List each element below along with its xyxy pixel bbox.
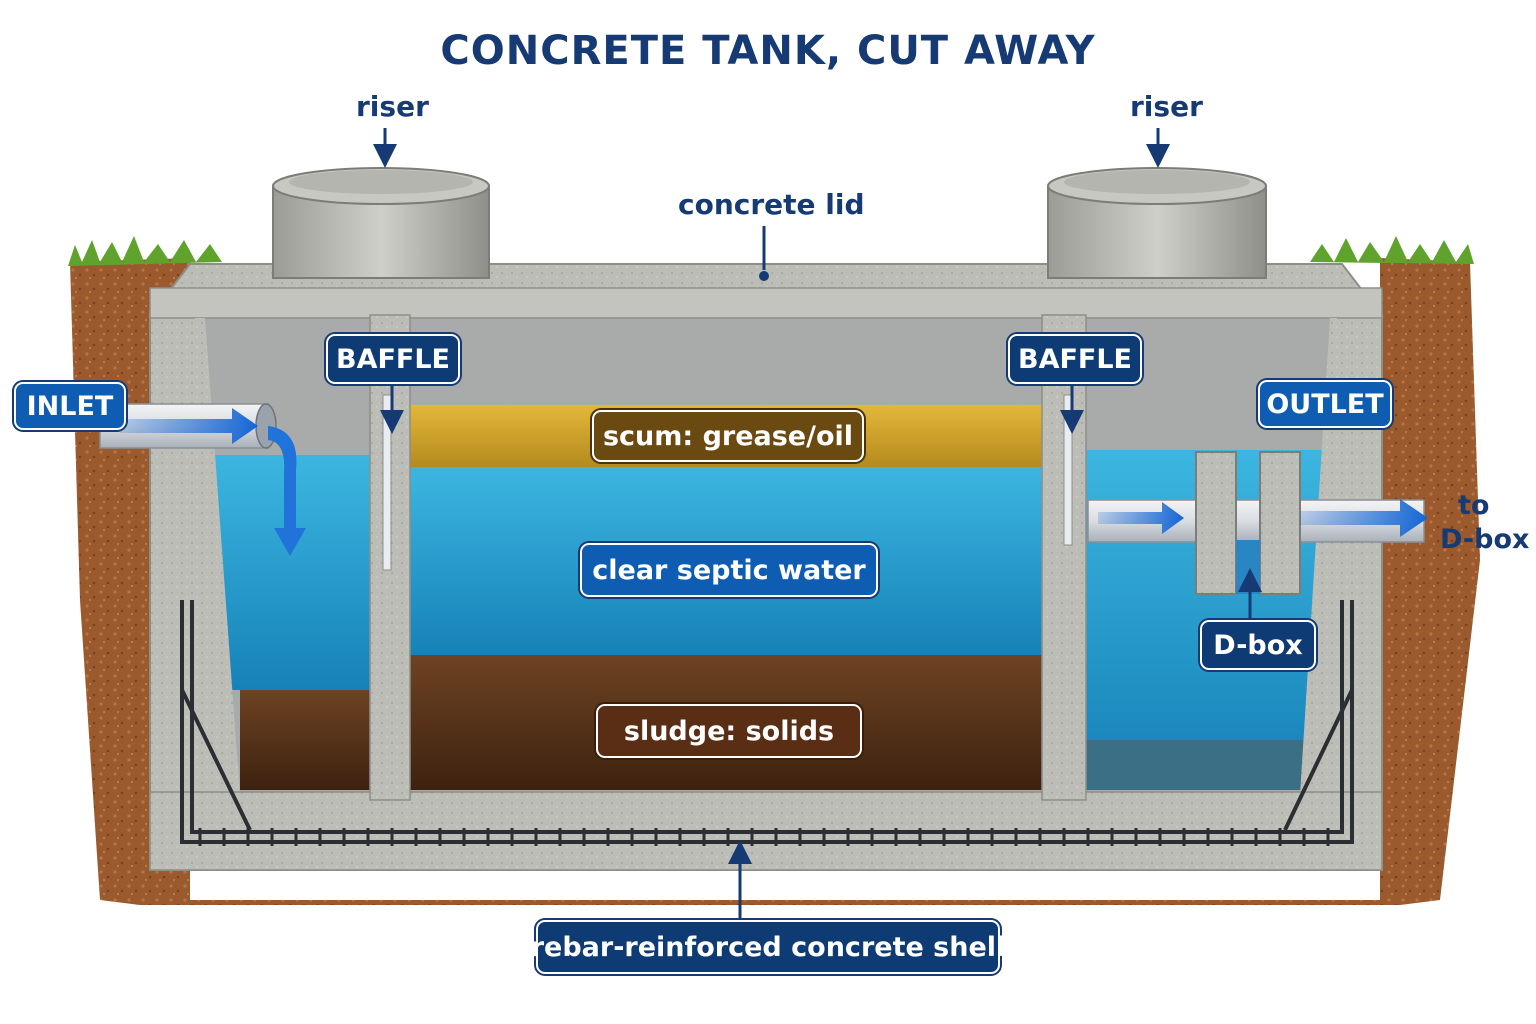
to-dbox-label-line1: to (1458, 490, 1490, 521)
concrete-lid-face (149, 287, 1383, 319)
rebar-ties (198, 828, 1330, 846)
baffle-left-label: BAFFLE (326, 334, 460, 384)
scum-layer-label: scum: grease/oil (592, 410, 864, 462)
grass-right (1310, 236, 1474, 264)
lid-pointer-dot (759, 271, 769, 281)
riser-right-shape (1047, 167, 1267, 279)
right-baffle-wall (1041, 314, 1087, 801)
diagram-title: CONCRETE TANK, CUT AWAY (440, 28, 1096, 74)
right-wall-fillet (1300, 318, 1337, 800)
concrete-lid-label: concrete lid (678, 188, 865, 221)
riser-right-label: riser (1130, 90, 1203, 123)
to-dbox-label-line2: D-box (1440, 524, 1530, 555)
inlet-drop-arrow (268, 426, 306, 556)
inlet-chamber-sludge (240, 690, 370, 790)
baffle-right-label: BAFFLE (1008, 334, 1142, 384)
outlet-label: OUTLET (1258, 380, 1392, 428)
riser-left-shape (272, 167, 490, 279)
riser-left-label: riser (356, 90, 429, 123)
inlet-label: INLET (14, 382, 126, 430)
outlet-chamber-floor (1085, 740, 1315, 790)
rebar-cage (180, 600, 1354, 844)
dbox-label: D-box (1200, 620, 1316, 670)
outlet-flow-arrow-outer (1300, 499, 1428, 537)
inlet-pipe-mouth (255, 403, 277, 449)
right-baffle-slot (1063, 394, 1073, 546)
grass-left (68, 236, 222, 266)
concrete-shell-label: rebar-reinforced concrete shell (531, 920, 1005, 974)
left-baffle-slot (382, 394, 392, 571)
label-pointers (373, 128, 1262, 920)
outlet-flow-arrow-inner (1098, 502, 1184, 534)
inlet-flow-arrow (120, 408, 258, 444)
sludge-layer-label: sludge: solids (596, 704, 862, 758)
clear-water-label: clear septic water (580, 543, 878, 597)
